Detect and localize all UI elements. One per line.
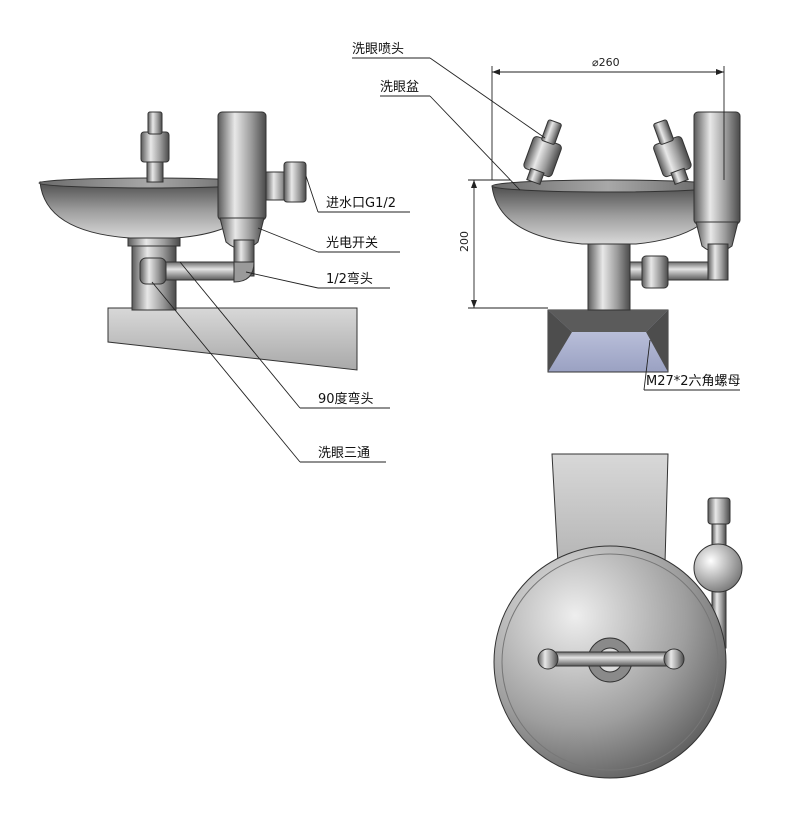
front-pipe-riser xyxy=(707,243,729,281)
side-nozzle-body xyxy=(140,131,170,163)
front-union-nut xyxy=(641,255,669,289)
diameter-dimension-text: ⌀260 xyxy=(592,56,620,69)
front-hex-top xyxy=(548,310,668,332)
top-bowl-inner xyxy=(501,553,719,771)
side-elbow xyxy=(233,261,255,283)
label-eyewash-bowl: 洗眼盆 xyxy=(380,80,419,95)
label-hex-nut: M27*2六角螺母 xyxy=(646,374,741,389)
top-nozzle-right xyxy=(663,648,685,670)
dimension-height: 200 xyxy=(458,179,548,309)
front-nozzle-right xyxy=(653,119,692,185)
top-nozzle-left xyxy=(537,648,559,670)
label-inlet: 进水口G1/2 xyxy=(326,196,396,211)
top-spray-bar xyxy=(547,651,675,667)
label-photo-switch: 光电开关 xyxy=(326,236,378,251)
side-inlet-cap xyxy=(283,161,307,203)
top-view xyxy=(493,453,743,779)
side-tee-joint xyxy=(139,257,167,285)
label-tee: 洗眼三通 xyxy=(318,446,370,461)
top-side-fitting xyxy=(707,497,731,525)
front-nozzle-left xyxy=(523,119,562,185)
front-hex-right xyxy=(646,310,668,372)
side-view xyxy=(38,111,358,371)
label-eyewash-nozzle: 洗眼喷头 xyxy=(352,42,404,57)
front-bowl xyxy=(491,185,725,245)
front-column xyxy=(587,241,631,311)
wall-bracket xyxy=(107,307,358,371)
side-nozzle-cap xyxy=(147,111,163,135)
label-90-elbow: 90度弯头 xyxy=(318,391,374,407)
front-switch-housing xyxy=(693,111,741,225)
front-bowl-rim xyxy=(491,179,725,193)
leader-lines xyxy=(151,57,740,463)
front-hex-left xyxy=(548,310,572,372)
front-view xyxy=(491,111,741,373)
side-nozzle-stem xyxy=(146,159,164,183)
side-switch-housing xyxy=(217,111,267,221)
top-switch-globe xyxy=(693,543,743,593)
label-half-elbow: 1/2弯头 xyxy=(326,271,373,287)
height-dimension-text: 200 xyxy=(458,231,471,252)
